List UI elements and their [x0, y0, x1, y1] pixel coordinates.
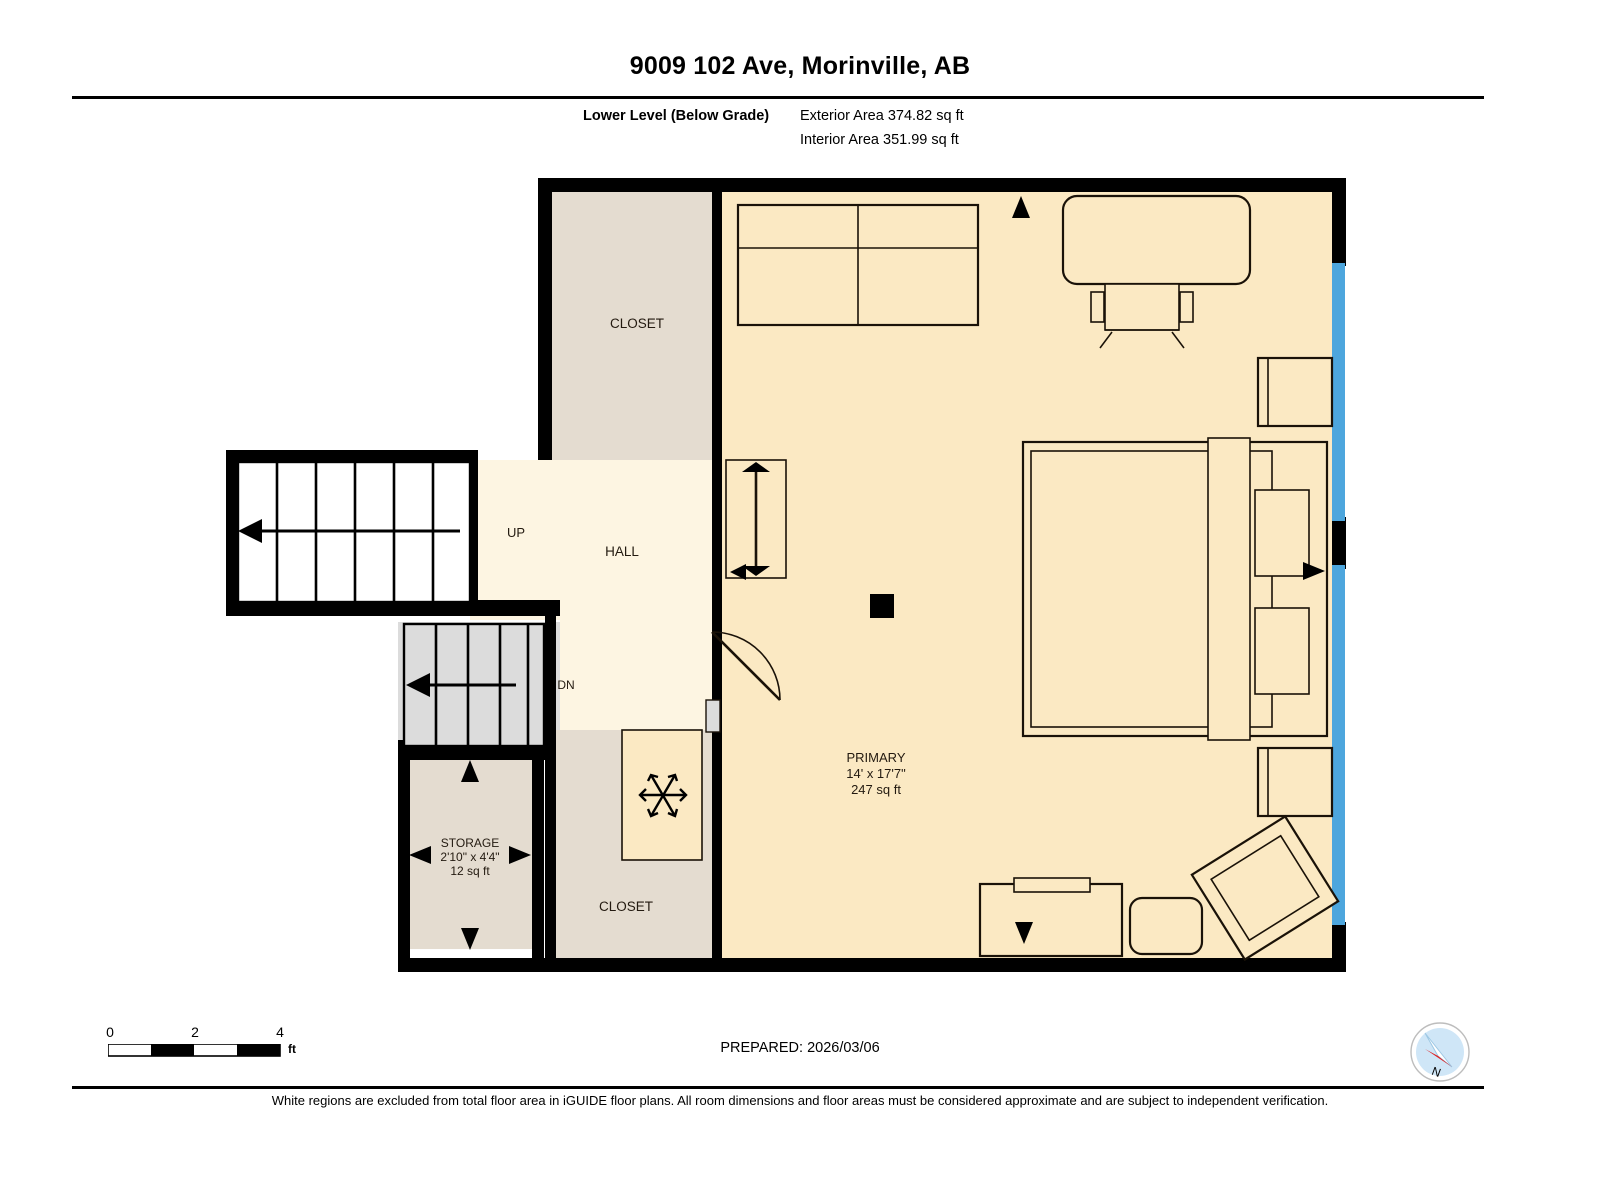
armchair — [1190, 814, 1340, 962]
page-title: 9009 102 Ave, Morinville, AB — [629, 52, 971, 80]
closet-door-upper — [725, 459, 787, 580]
stairs-down — [402, 622, 546, 748]
dresser — [978, 877, 1124, 958]
scale-unit-label: ft — [288, 1042, 296, 1056]
room-label-closet-lower: CLOSET — [599, 899, 653, 914]
dimension-arrows-primary — [1012, 196, 1325, 944]
door-swing-hall — [705, 631, 781, 733]
room-area-primary: 247 sq ft — [851, 782, 901, 797]
level-label: Lower Level (Below Grade) — [583, 108, 770, 124]
room-label-primary: PRIMARY — [847, 750, 906, 765]
disclaimer-text: White regions are excluded from total fl… — [271, 1093, 1329, 1108]
nightstand-bottom — [1256, 746, 1334, 818]
window-lower — [1332, 565, 1345, 925]
header-divider — [72, 96, 1484, 99]
camera-marker — [870, 594, 894, 618]
scale-bar-graphic — [108, 1044, 281, 1057]
dimension-arrows-storage — [409, 760, 531, 950]
desk-chair — [1090, 283, 1194, 349]
prepared-date: PREPARED: 2026/03/06 — [720, 1040, 880, 1056]
snowflake-icon — [638, 773, 688, 818]
window-upper — [1332, 263, 1345, 521]
bed — [1021, 437, 1329, 741]
room-label-up: UP — [507, 525, 525, 540]
room-label-closet-upper: CLOSET — [610, 316, 664, 331]
room-dims-primary: 14' x 17'7" — [846, 766, 906, 781]
exterior-area-label: Exterior Area 374.82 sq ft — [800, 108, 964, 124]
room-label-storage: STORAGE — [441, 836, 499, 850]
footer-divider — [72, 1086, 1484, 1089]
compass-icon — [1410, 1022, 1470, 1082]
hvac-unit — [621, 729, 703, 861]
room-dims-storage: 2'10" x 4'4" — [440, 850, 499, 864]
nightstand-top — [1256, 356, 1334, 428]
interior-area-label: Interior Area 351.99 sq ft — [800, 132, 959, 148]
scale-tick-2: 2 — [191, 1024, 199, 1040]
desk — [1061, 194, 1252, 286]
scale-tick-4: 4 — [276, 1024, 284, 1040]
sofa — [736, 203, 980, 327]
room-area-storage: 12 sq ft — [450, 864, 490, 878]
ottoman — [1128, 896, 1204, 956]
scale-tick-0: 0 — [106, 1024, 114, 1040]
stairs-up — [236, 460, 472, 604]
room-label-dn: DN — [557, 678, 574, 692]
room-label-hall: HALL — [605, 544, 639, 559]
